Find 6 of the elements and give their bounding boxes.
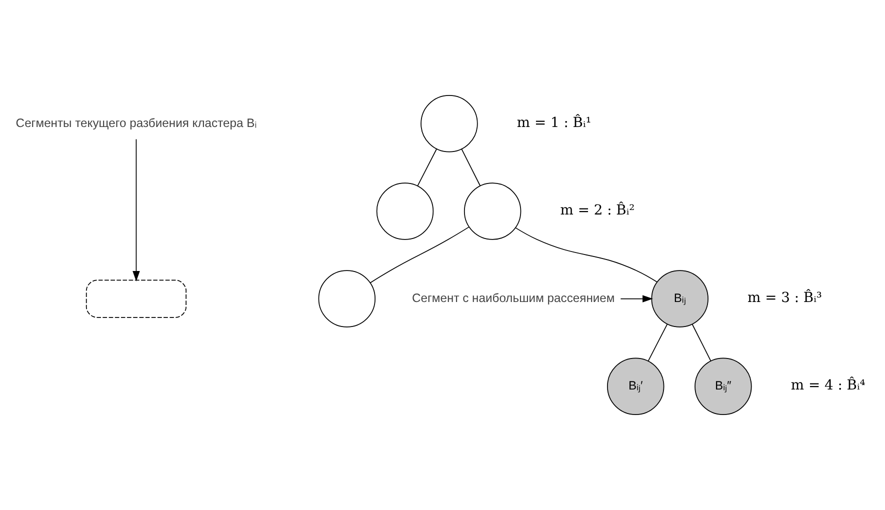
label: m = 4 : B̂ᵢ⁴ xyxy=(790,378,866,394)
label: m = 3 : B̂ᵢ³ xyxy=(748,290,822,306)
node-text: Сегмент с наибольшим рассеянием xyxy=(412,290,615,305)
label: m = 1 : B̂ᵢ¹ xyxy=(516,114,592,131)
node-text: Сегменты текущего разбиения кластера Bᵢ xyxy=(16,116,257,130)
label: m = 2 : B̂ᵢ² xyxy=(560,202,635,219)
